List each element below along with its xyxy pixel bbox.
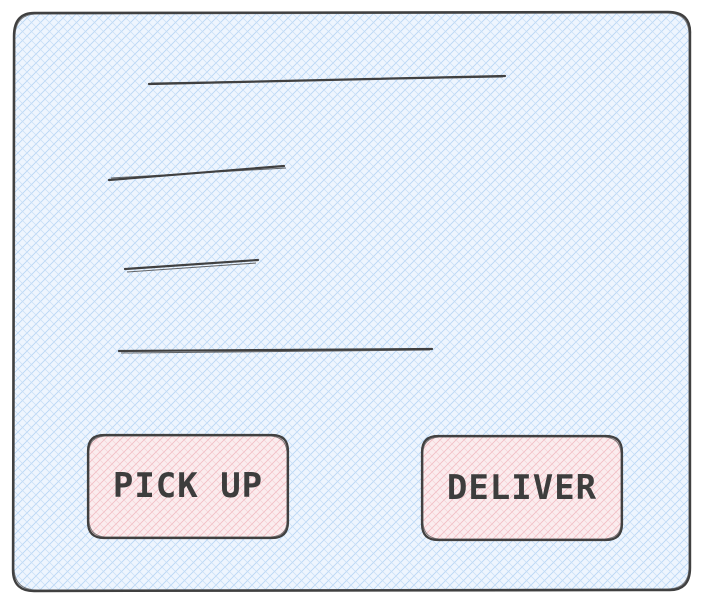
placeholder-text-line-3 <box>123 258 260 273</box>
placeholder-text-line-2 <box>107 164 287 182</box>
deliver-button[interactable]: DELIVER <box>446 468 598 508</box>
pick-up-button[interactable]: PICK UP <box>112 466 264 506</box>
placeholder-text-line-4 <box>117 347 434 354</box>
pick-up-button-shape <box>86 433 290 540</box>
deliver-button-shape <box>420 434 624 542</box>
placeholder-text-line-1 <box>147 74 507 86</box>
